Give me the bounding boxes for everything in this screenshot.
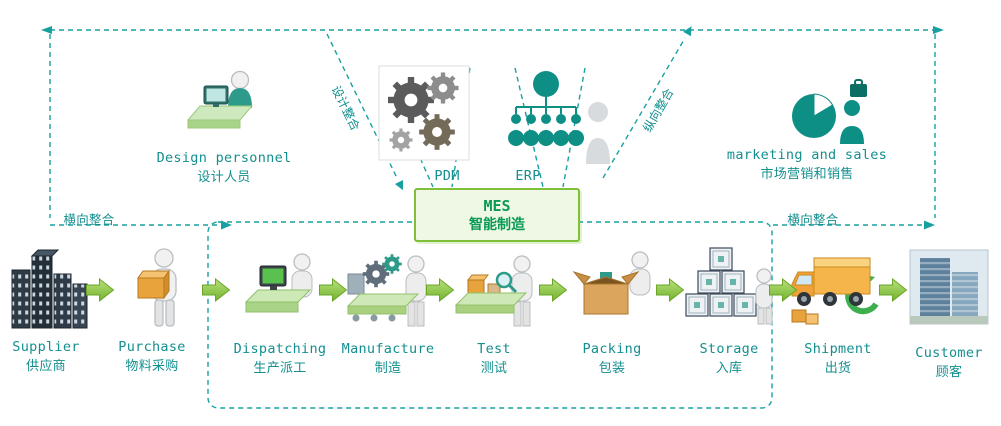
worker-with-box-icon — [137, 248, 177, 327]
erp-label: ERP — [515, 168, 541, 184]
horizontal-integration-right-label: 横向整合 — [787, 212, 839, 227]
erp-org-chart-icon — [508, 71, 610, 164]
shipment-label-zh: 出货 — [824, 361, 852, 376]
computer-desk-icon — [244, 253, 313, 313]
design-personnel-label-en: Design personnel — [156, 150, 292, 166]
delivery-truck-icon — [791, 257, 879, 325]
purchase-label: Purchase 物料采购 — [118, 338, 185, 376]
manufacture-label-en: Manufacture — [341, 341, 435, 357]
shipment-label: Shipment 出货 — [804, 340, 871, 378]
marketing-label-zh: 市场营销和销售 — [760, 167, 854, 182]
dispatching-label-zh: 生产派工 — [253, 361, 307, 376]
storage-label-zh: 入库 — [715, 361, 743, 376]
purchase-label-zh: 物料采购 — [125, 359, 179, 374]
conveyor-gears-icon — [346, 254, 427, 327]
packing-label: Packing 包装 — [583, 340, 642, 378]
supplier-label-zh: 供应商 — [26, 359, 66, 374]
manufacture-label-zh: 制造 — [374, 361, 402, 376]
supplier-label-en: Supplier — [12, 339, 80, 355]
packing-label-en: Packing — [582, 341, 642, 357]
mes-title: MES — [483, 196, 511, 215]
office-building-icon — [909, 249, 989, 325]
dispatching-label: Dispatching 生产派工 — [234, 340, 327, 378]
conveyor-magnifier-icon — [454, 255, 533, 327]
flow-arrow — [539, 278, 567, 302]
mes-subtitle: 智能制造 — [469, 216, 525, 233]
flow-arrow — [86, 278, 114, 302]
pdm-gears-icon — [378, 65, 470, 161]
test-label-zh: 测试 — [480, 361, 508, 376]
storage-label: Storage 入库 — [700, 340, 759, 378]
test-label-en: Test — [477, 341, 511, 357]
test-label: Test 测试 — [477, 340, 511, 378]
ghost-person-icon — [586, 102, 610, 164]
designer-at-desk-icon — [186, 70, 254, 129]
pie-chart-person-icon — [792, 79, 867, 144]
manufacture-label: Manufacture 制造 — [342, 340, 435, 378]
storage-label-en: Storage — [699, 341, 759, 357]
horizontal-integration-left-label: 横向整合 — [63, 212, 115, 227]
customer-label: Customer 顾客 — [915, 344, 982, 382]
supplier-label: Supplier 供应商 — [12, 338, 79, 376]
crates-stack-icon — [685, 247, 773, 325]
mes-box: MES 智能制造 — [414, 188, 580, 242]
flow-arrow — [202, 278, 230, 302]
purchase-label-en: Purchase — [118, 339, 186, 355]
customer-label-en: Customer — [915, 345, 983, 361]
flow-arrow — [426, 278, 454, 302]
open-box-icon — [572, 251, 651, 315]
packing-label-zh: 包装 — [598, 361, 626, 376]
design-personnel-label-zh: 设计人员 — [197, 170, 251, 185]
buildings-icon — [11, 249, 88, 329]
pdm-label: PDM — [434, 168, 460, 184]
flow-arrow — [879, 278, 907, 302]
crate — [685, 247, 757, 317]
shipment-label-en: Shipment — [804, 341, 872, 357]
customer-label-zh: 顾客 — [935, 365, 963, 380]
dispatching-label-en: Dispatching — [233, 341, 327, 357]
marketing-label: marketing and sales 市场营销和销售 — [727, 146, 887, 184]
flow-arrow — [656, 278, 684, 302]
design-personnel-label: Design personnel 设计人员 — [157, 149, 292, 187]
flow-arrow — [319, 278, 347, 302]
marketing-label-en: marketing and sales — [726, 147, 888, 163]
